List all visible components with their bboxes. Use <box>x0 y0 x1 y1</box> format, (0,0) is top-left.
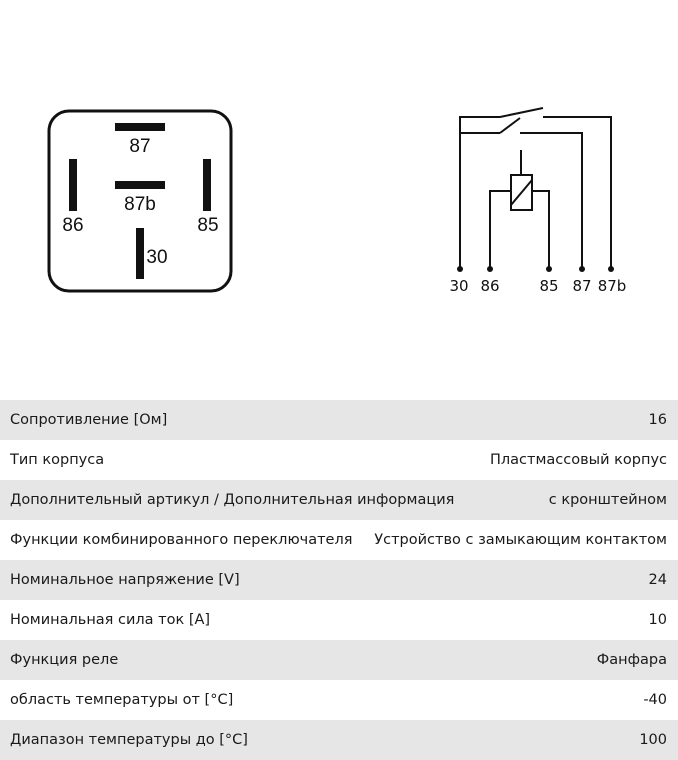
spec-value: -40 <box>643 692 667 708</box>
switch-blade-upper <box>499 107 544 118</box>
terminal-label-87b: 87b <box>598 277 627 295</box>
diagram-area: 87 87b 86 85 30 <box>47 107 626 295</box>
spec-value: 16 <box>648 412 667 428</box>
pin-85-blade <box>203 159 211 211</box>
pin-label-87b: 87b <box>124 194 156 215</box>
terminal-dot-86 <box>487 266 493 272</box>
terminal-dot-30 <box>457 266 463 272</box>
switch-blade-lower <box>499 117 521 134</box>
terminal-label-86: 86 <box>480 277 499 295</box>
terminal-label-30: 30 <box>449 277 468 295</box>
spec-label: Диапазон температуры до [°C] <box>10 732 248 748</box>
pin-label-87: 87 <box>129 136 150 157</box>
spec-row-rated-voltage: Номинальное напряжение [V] 24 <box>0 560 678 600</box>
connector-outline <box>47 109 233 293</box>
terminal-label-85: 85 <box>539 277 558 295</box>
circuit-terminal-labels: 30 86 85 87 87b <box>449 277 626 295</box>
terminal-dot-85 <box>546 266 552 272</box>
pin-30-blade <box>136 228 144 279</box>
spec-label: область температуры от [°C] <box>10 692 234 708</box>
pin-87b-blade <box>115 181 165 189</box>
terminal-dot-87b <box>608 266 614 272</box>
relay-diagrams: 87 87b 86 85 30 <box>47 107 626 295</box>
spec-label: Функция реле <box>10 652 119 668</box>
spec-row-temp-to: Диапазон температуры до [°C] 100 <box>0 720 678 760</box>
pin-label-85: 85 <box>197 215 218 236</box>
circuit-schematic <box>457 107 614 272</box>
spec-row-relay-function: Функция реле Фанфара <box>0 640 678 680</box>
pin-87-blade <box>115 123 165 131</box>
spec-value: с кронштейном <box>548 492 667 508</box>
spec-value: Фанфара <box>596 652 667 668</box>
pin-label-30: 30 <box>146 247 167 268</box>
spec-value: 100 <box>639 732 667 748</box>
wire-87b <box>543 116 612 268</box>
wire-85 <box>532 190 550 268</box>
coil-diagonal <box>510 179 533 206</box>
spec-label: Тип корпуса <box>10 452 105 468</box>
spec-value: Устройство с замыкающим контактом <box>374 532 667 548</box>
spec-label: Номинальная сила ток [A] <box>10 612 211 628</box>
spec-label: Дополнительный артикул / Дополнительная … <box>10 492 455 508</box>
spec-label: Сопротивление [Ом] <box>10 412 168 428</box>
wire-87 <box>543 132 583 268</box>
spec-label: Номинальное напряжение [V] <box>10 572 240 588</box>
terminal-dot-87 <box>579 266 585 272</box>
spec-value: Пластмассовый корпус <box>489 452 667 468</box>
wire-86 <box>489 190 511 268</box>
spec-value: 10 <box>648 612 667 628</box>
spec-row-rated-current: Номинальная сила ток [A] 10 <box>0 600 678 640</box>
spec-row-additional-info: Дополнительный артикул / Дополнительная … <box>0 480 678 520</box>
spec-row-switch-function: Функции комбинированного переключателя У… <box>0 520 678 560</box>
spec-label: Функции комбинированного переключателя <box>10 532 353 548</box>
spec-row-temp-from: область температуры от [°C] -40 <box>0 680 678 720</box>
specification-table: Сопротивление [Ом] 16 Тип корпуса Пластм… <box>0 400 678 760</box>
connector-pin-layout: 87 87b 86 85 30 <box>47 109 233 293</box>
spec-value: 24 <box>648 572 667 588</box>
pin-label-86: 86 <box>62 215 83 236</box>
wire-30 <box>459 116 500 268</box>
terminal-label-87: 87 <box>572 277 591 295</box>
pin-86-blade <box>69 159 77 211</box>
spec-row-resistance: Сопротивление [Ом] 16 <box>0 400 678 440</box>
spec-row-housing-type: Тип корпуса Пластмассовый корпус <box>0 440 678 480</box>
